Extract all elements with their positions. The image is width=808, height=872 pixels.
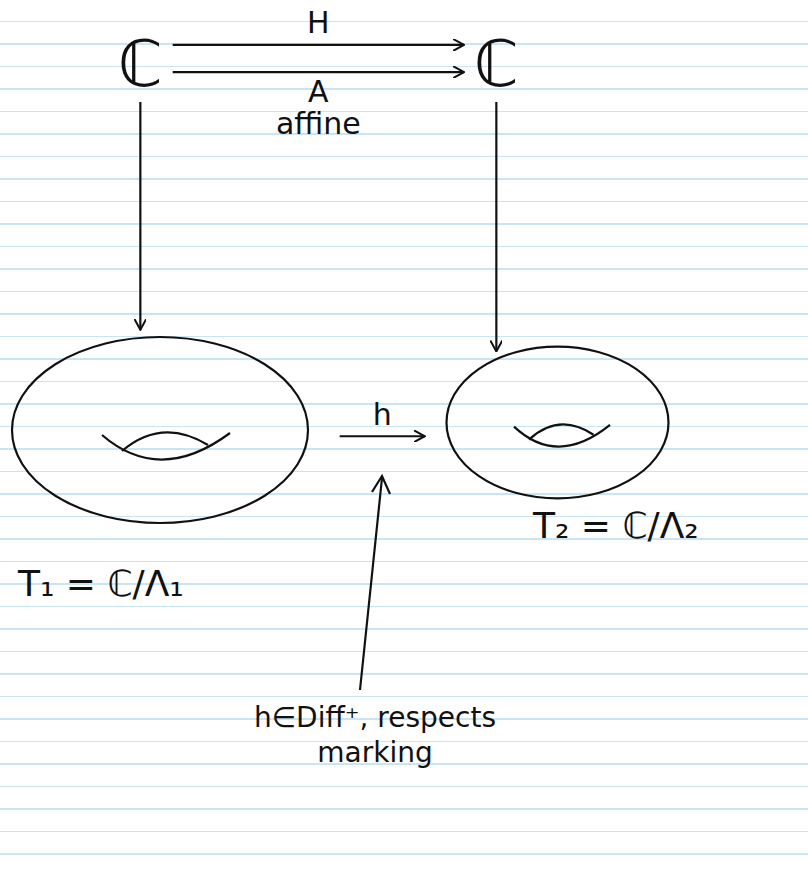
leader-line [360, 478, 382, 690]
arrow-label: H [307, 7, 330, 39]
annotation-note: h∈Diff⁺, respects marking [225, 700, 525, 770]
map-arrow [173, 44, 464, 46]
map-arrow [340, 435, 425, 437]
arrow-label: A affine [276, 76, 361, 139]
torus-node: T₁ = ℂ/Λ₁ [10, 335, 310, 525]
torus-node: T₂ = ℂ/Λ₂ [445, 345, 670, 500]
map-arrow [139, 102, 141, 330]
arrow-label: h [373, 399, 392, 431]
plane-node: ℂ [468, 30, 525, 98]
plane-label: ℂ [474, 32, 519, 96]
torus-label: T₁ = ℂ/Λ₁ [18, 563, 184, 604]
torus-outline [445, 345, 670, 500]
plane-label: ℂ [118, 32, 163, 96]
torus-outline [10, 335, 310, 525]
plane-node: ℂ [112, 30, 169, 98]
map-arrow [173, 71, 464, 73]
map-arrow [495, 102, 497, 351]
torus-label: T₂ = ℂ/Λ₂ [533, 505, 699, 546]
leader-head [372, 476, 390, 494]
